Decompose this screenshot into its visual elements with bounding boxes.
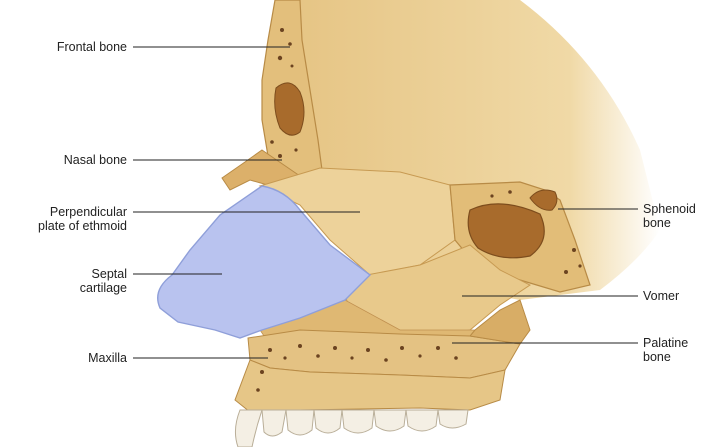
label-palatine-bone-line2: bone (643, 350, 671, 364)
label-perpendicular-plate-line1: Perpendicular (50, 205, 127, 219)
label-frontal-bone: Frontal bone (57, 40, 127, 54)
label-vomer: Vomer (643, 289, 679, 303)
label-sphenoid-bone-line1: Sphenoid (643, 202, 696, 216)
label-septal-cartilage-line2: cartilage (80, 281, 127, 295)
label-maxilla: Maxilla (88, 351, 127, 365)
teeth (235, 410, 468, 447)
label-sphenoid-bone-line2: bone (643, 216, 671, 230)
label-septal-cartilage-line1: Septal (92, 267, 127, 281)
label-perpendicular-plate-line2: plate of ethmoid (38, 219, 127, 233)
label-nasal-bone: Nasal bone (64, 153, 127, 167)
label-palatine-bone-line1: Palatine (643, 336, 688, 350)
